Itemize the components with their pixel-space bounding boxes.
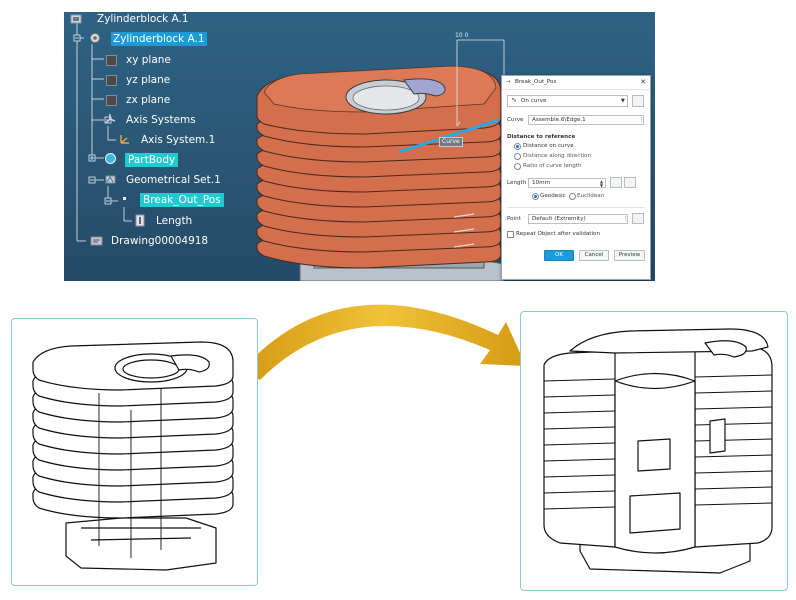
before-model-drawing bbox=[32, 341, 234, 571]
ratio-radio[interactable] bbox=[514, 163, 521, 170]
repeat-checkbox[interactable] bbox=[507, 231, 514, 238]
point-definition-dialog: → Break_Out_Pos ✕ ∿ On curve ▼ Curve Ass… bbox=[501, 75, 651, 280]
product-icon bbox=[70, 14, 82, 24]
ratio-label: Ratio of curve length bbox=[523, 163, 582, 169]
point-select-icon[interactable] bbox=[632, 213, 644, 224]
model-fins bbox=[256, 65, 502, 269]
body-icon bbox=[105, 153, 116, 164]
cancel-button[interactable]: Cancel bbox=[579, 250, 609, 261]
point-icon bbox=[123, 197, 126, 200]
tree-part-body[interactable]: PartBody bbox=[125, 153, 179, 167]
plane-icon bbox=[106, 95, 117, 106]
tree-zx-plane[interactable]: zx plane bbox=[126, 94, 171, 106]
more-icon: ⋮ bbox=[639, 117, 645, 123]
fin-slots bbox=[453, 213, 475, 248]
tree-axis-systems[interactable]: Axis Systems bbox=[126, 114, 196, 126]
geometrical-set-icon bbox=[105, 175, 116, 184]
curve-tag: Curve bbox=[439, 137, 463, 147]
geodesic-radio[interactable] bbox=[532, 193, 539, 200]
tree-root-product[interactable]: Zylinderblock A.1 bbox=[97, 13, 189, 25]
tree-geometrical-set[interactable]: Geometrical Set.1 bbox=[126, 174, 221, 186]
tree-axis-system-1[interactable]: Axis System.1 bbox=[141, 134, 216, 146]
preview-button[interactable]: Preview bbox=[614, 250, 645, 261]
point-field[interactable]: Default (Extremity) ⋮ bbox=[528, 214, 629, 224]
length-label: Length bbox=[507, 180, 527, 186]
selected-curve[interactable] bbox=[398, 118, 500, 154]
euclidean-label: Euclidean bbox=[577, 193, 605, 199]
curve-type-icon: ∿ bbox=[511, 96, 517, 104]
point-value: Default (Extremity) bbox=[532, 216, 586, 222]
dialog-titlebar[interactable]: → Break_Out_Pos ✕ bbox=[502, 76, 650, 90]
distance-along-direction-radio[interactable] bbox=[514, 153, 521, 160]
dialog-title: Break_Out_Pos bbox=[515, 79, 557, 85]
axis-systems-icon bbox=[105, 114, 116, 124]
distance-heading: Distance to reference bbox=[507, 134, 576, 140]
plane-icon bbox=[106, 75, 117, 86]
tree-connectors bbox=[73, 18, 132, 242]
after-model-drawing bbox=[543, 328, 773, 574]
tree-xy-plane[interactable]: xy plane bbox=[126, 54, 171, 66]
distance-along-direction-label: Distance along direction bbox=[523, 153, 592, 159]
tree-yz-plane[interactable]: yz plane bbox=[126, 74, 171, 86]
curve-field[interactable]: Assemble.6\Edge.1 ⋮ bbox=[528, 115, 645, 125]
transition-arrow bbox=[242, 304, 526, 380]
more-icon: ⋮ bbox=[623, 216, 629, 222]
cad-window: 10 0 Curve bbox=[64, 12, 655, 281]
divider bbox=[507, 207, 645, 208]
geodesic-label: Geodesic bbox=[540, 193, 566, 199]
tree-break-out-pos[interactable]: Break_Out_Pos bbox=[140, 193, 224, 207]
tree-part[interactable]: Zylinderblock A.1 bbox=[111, 32, 207, 46]
length-value: 10mm bbox=[532, 180, 551, 186]
model-top-opening bbox=[345, 78, 446, 115]
point-label: Point bbox=[507, 216, 521, 222]
tree-length[interactable]: Length bbox=[156, 215, 193, 227]
euclidean-radio[interactable] bbox=[569, 193, 576, 200]
chevron-down-icon: ▼ bbox=[621, 98, 625, 104]
point-type-value: On curve bbox=[521, 98, 547, 104]
curve-value: Assemble.6\Edge.1 bbox=[532, 117, 586, 123]
3d-viewport[interactable] bbox=[64, 12, 655, 281]
plane-icon bbox=[106, 55, 117, 66]
length-field[interactable]: 10mm ▲▼ bbox=[528, 178, 606, 188]
point-type-dropdown[interactable]: ∿ On curve ▼ bbox=[507, 95, 628, 107]
drawing-icon bbox=[90, 236, 103, 246]
distance-on-curve-label: Distance on curve bbox=[523, 143, 574, 149]
dialog-arrow-icon: → bbox=[506, 79, 511, 85]
nearest-extremity-icon[interactable] bbox=[610, 177, 622, 188]
close-icon[interactable]: ✕ bbox=[640, 78, 646, 86]
spinner-icon: ▲▼ bbox=[600, 179, 604, 188]
dimension-label: 10 0 bbox=[455, 32, 469, 39]
distance-on-curve-radio[interactable] bbox=[514, 143, 521, 150]
middle-point-icon[interactable] bbox=[624, 177, 636, 188]
axis-system-icon bbox=[120, 135, 129, 144]
parameter-icon bbox=[135, 214, 145, 227]
tree-drawing[interactable]: Drawing00004918 bbox=[111, 235, 209, 247]
part-icon bbox=[90, 33, 100, 43]
repeat-label: Repeat Object after validation bbox=[516, 231, 601, 237]
curve-label: Curve bbox=[507, 117, 524, 123]
ok-button[interactable]: OK bbox=[544, 250, 574, 261]
lock-icon[interactable] bbox=[632, 95, 644, 107]
